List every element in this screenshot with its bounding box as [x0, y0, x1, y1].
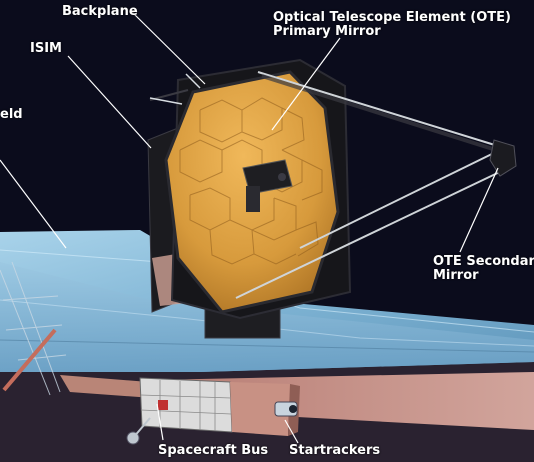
secondary-mirror [489, 139, 517, 177]
spreader-truss [0, 261, 67, 396]
label-backplane: Backplane [62, 4, 138, 19]
primary-mirror [164, 70, 340, 314]
antenna-rods [149, 73, 201, 105]
label-primary-mirror: Primary Mirror [273, 24, 381, 39]
label-spacecraft-bus: Spacecraft Bus [158, 443, 269, 458]
label-startrackers: Startrackers [289, 443, 381, 458]
label-secondary-mirror: Mirror [433, 268, 479, 283]
leader-lines [0, 11, 499, 444]
label-ote-title: Optical Telescope Element (OTE) [273, 10, 511, 25]
label-ote-secondary: OTE Secondar [433, 254, 534, 269]
label-isim: ISIM [30, 41, 62, 56]
startrackers [274, 401, 298, 417]
label-sunshield-partial: eld [0, 107, 23, 122]
secondary-mirror-struts [235, 71, 509, 299]
